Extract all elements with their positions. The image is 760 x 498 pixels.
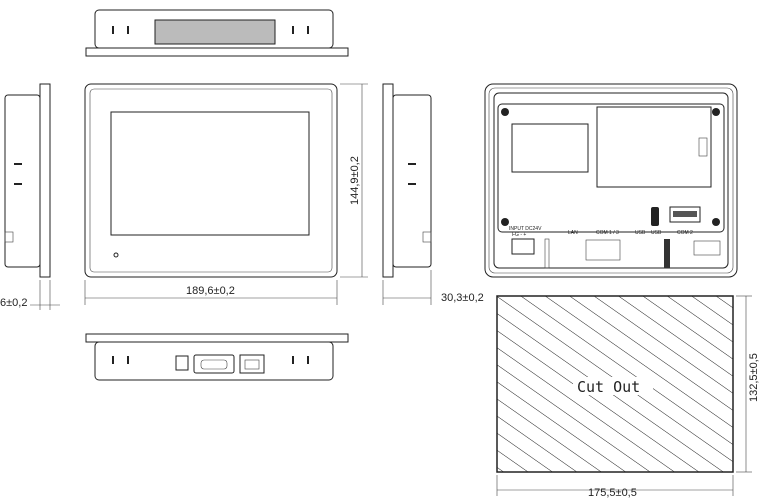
- led-indicator: [113, 252, 119, 258]
- front-view: [84, 83, 338, 278]
- com2-connector: [669, 206, 701, 223]
- usb-b-port: [175, 355, 189, 371]
- cutout-height-label: 132,5±0,5: [748, 353, 760, 402]
- svg-text:FG - +: FG - +: [512, 232, 526, 238]
- svg-text:INPUT DC24V: INPUT DC24V: [509, 226, 542, 232]
- svg-text:LAN: LAN: [568, 230, 578, 236]
- bottom-view: [85, 333, 349, 381]
- width-label: 189,6±0,2: [186, 285, 235, 297]
- svg-text:COM 1 / 3: COM 1 / 3: [596, 230, 619, 236]
- height-label: 144,9±0,2: [349, 156, 361, 205]
- cutout-width-label: 175,5±0,5: [588, 487, 637, 498]
- usb-a-port: [651, 207, 659, 226]
- svg-text:USB: USB: [651, 230, 662, 236]
- svg-text:USB: USB: [635, 230, 646, 236]
- cutout-label: Cut Out: [577, 378, 640, 396]
- serial-port: [193, 354, 235, 374]
- left-side-view: [4, 83, 60, 310]
- right-side-view: [382, 83, 432, 305]
- total-depth-label: 30,3±0,2: [441, 292, 484, 304]
- rear-view: INPUT DC24V FG - + LAN COM 1 / 3 USB USB…: [484, 83, 738, 278]
- top-view: [85, 9, 349, 57]
- bezel-depth-label: 6±0,2: [0, 297, 27, 309]
- brand-logo: [693, 240, 721, 256]
- lan-port: [239, 354, 265, 374]
- svg-text:COM 2: COM 2: [677, 230, 693, 236]
- power-terminal: [511, 238, 535, 255]
